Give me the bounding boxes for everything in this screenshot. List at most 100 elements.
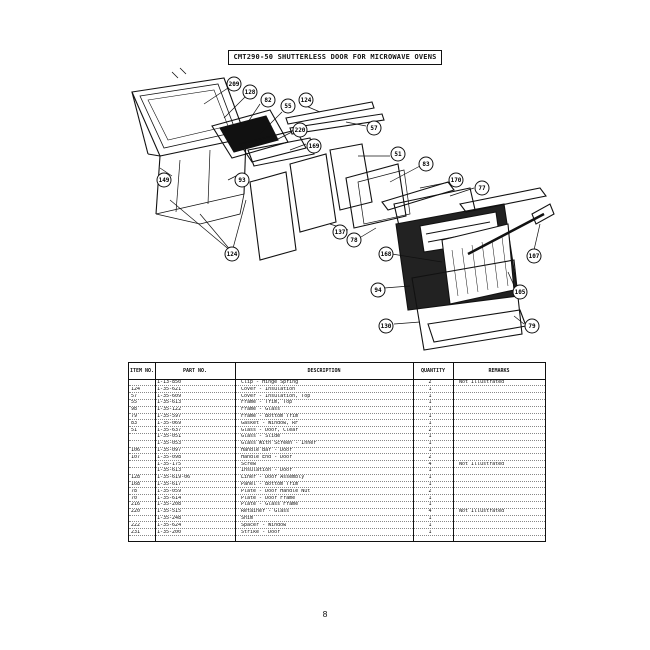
header-item-no: ITEM NO. xyxy=(129,367,155,374)
callout-78: 78 xyxy=(346,232,362,248)
svg-text:77: 77 xyxy=(478,185,486,192)
door-assembly-drawing xyxy=(395,187,555,351)
description-cell: Frame - Bottom Trim xyxy=(241,414,299,419)
document-title: CMT290-50 SHUTTERLESS DOOR FOR MICROWAVE… xyxy=(228,50,442,65)
item-no-cell: 107 xyxy=(131,454,141,460)
svg-text:83: 83 xyxy=(422,161,430,168)
svg-text:168: 168 xyxy=(381,251,392,258)
part-no-cell: 1-35-621 xyxy=(157,386,182,392)
svg-text:220: 220 xyxy=(295,127,306,134)
description-cell: Glass - Door, Clear xyxy=(241,427,299,433)
svg-text:93: 93 xyxy=(238,177,246,184)
callout-105: 105 xyxy=(512,284,528,300)
svg-text:170: 170 xyxy=(451,177,462,184)
part-no-cell: 1-35-609 xyxy=(157,393,182,399)
description-cell: Frame - Glass xyxy=(241,407,281,413)
item-no-cell: 78 xyxy=(131,488,138,494)
header-part-no: PART NO. xyxy=(182,367,208,374)
part-no-cell: 1-35-200 xyxy=(157,529,182,535)
callout-168: 168 xyxy=(378,246,394,262)
part-no-cell: 1-35-097 xyxy=(157,448,182,453)
quantity-cell: 1 xyxy=(428,516,432,521)
item-no-cell: 128 xyxy=(131,475,141,481)
part-no-cell: 1-35-059 xyxy=(157,488,182,494)
description-cell: Retainer - Glass xyxy=(241,509,290,515)
callout-149: 149 xyxy=(156,172,172,188)
description-cell: Screw xyxy=(241,461,257,467)
item-no-cell: 70 xyxy=(131,495,138,501)
callout-82: 82 xyxy=(260,92,276,108)
column-divider xyxy=(453,363,454,541)
item-no-cell: 83 xyxy=(131,420,138,426)
svg-text:51: 51 xyxy=(394,151,402,158)
svg-text:82: 82 xyxy=(264,97,272,104)
description-cell: Strike - Door xyxy=(241,529,281,535)
description-cell: Handle Bar - Door xyxy=(241,448,293,453)
part-no-cell: 1-35-614 xyxy=(157,495,182,501)
quantity-cell: 1 xyxy=(428,482,432,487)
callout-124-top: 124 xyxy=(298,92,314,108)
remarks-cell: Not Illustrated xyxy=(459,461,505,467)
column-divider xyxy=(413,363,414,541)
description-cell: Frame - Trim, Top xyxy=(241,400,293,406)
callout-130: 130 xyxy=(378,318,394,334)
item-no-cell: 55 xyxy=(131,400,138,406)
part-no-cell: 1-35-069 xyxy=(157,420,182,426)
quantity-cell: 1 xyxy=(428,475,432,481)
svg-text:124: 124 xyxy=(301,97,312,104)
quantity-cell: 2 xyxy=(428,427,432,433)
description-cell: Liner - Door Assembly xyxy=(241,475,305,481)
description-cell: Spacer - Window xyxy=(241,522,287,528)
callout-group: 209 128 82 55 124 57 220 169 51 83 170 7… xyxy=(156,76,542,334)
part-no-cell: 1-35-619-06 xyxy=(157,475,191,481)
callout-137: 137 xyxy=(332,224,348,240)
table-row: 70 1-35-614 Plate - Door Frame 1 xyxy=(129,496,545,502)
table-header: ITEM NO. PART NO. DESCRIPTION QUANTITY R… xyxy=(129,363,545,380)
quantity-cell: 1 xyxy=(428,393,432,399)
item-no-cell: 222 xyxy=(131,522,141,528)
table-row: 55 1-35-613 Frame - Trim, Top 1 xyxy=(129,400,545,407)
quantity-cell: 1 xyxy=(428,495,432,501)
svg-text:78: 78 xyxy=(350,237,358,244)
description-cell: Plate - Door Frame xyxy=(241,495,296,501)
description-cell: Cover - Insulation, Top xyxy=(241,393,311,399)
callout-107: 107 xyxy=(526,248,542,264)
quantity-cell: 1 xyxy=(428,400,432,406)
item-no-cell: 220 xyxy=(131,509,141,515)
part-no-cell: 1-35-053 xyxy=(157,441,182,447)
quantity-cell: 1 xyxy=(428,407,432,413)
svg-text:79: 79 xyxy=(528,323,536,330)
callout-83: 83 xyxy=(418,156,434,172)
part-no-cell: 1-35-613 xyxy=(157,468,182,474)
quantity-cell: 1 xyxy=(428,468,432,474)
callout-128: 128 xyxy=(242,84,258,100)
leader-lines xyxy=(159,87,541,325)
part-no-cell: 1-35-617 xyxy=(157,482,182,487)
quantity-cell: 2 xyxy=(428,488,432,494)
quantity-cell: 4 xyxy=(428,509,432,515)
description-cell: Handle End - Door xyxy=(241,454,293,460)
page-number: 8 xyxy=(322,610,328,619)
description-cell: Glass - Slide xyxy=(241,434,281,440)
callout-55: 55 xyxy=(280,98,296,114)
svg-text:209: 209 xyxy=(229,81,240,88)
callout-209: 209 xyxy=(226,76,242,92)
callout-77: 77 xyxy=(474,180,490,196)
callout-124-bottom: 124 xyxy=(224,246,240,262)
svg-text:107: 107 xyxy=(529,253,540,260)
column-divider xyxy=(155,363,156,541)
quantity-cell: 1 xyxy=(428,414,432,419)
header-remarks: REMARKS xyxy=(488,367,510,374)
svg-text:137: 137 xyxy=(335,229,346,236)
part-no-cell: 1-35-613 xyxy=(157,400,182,406)
